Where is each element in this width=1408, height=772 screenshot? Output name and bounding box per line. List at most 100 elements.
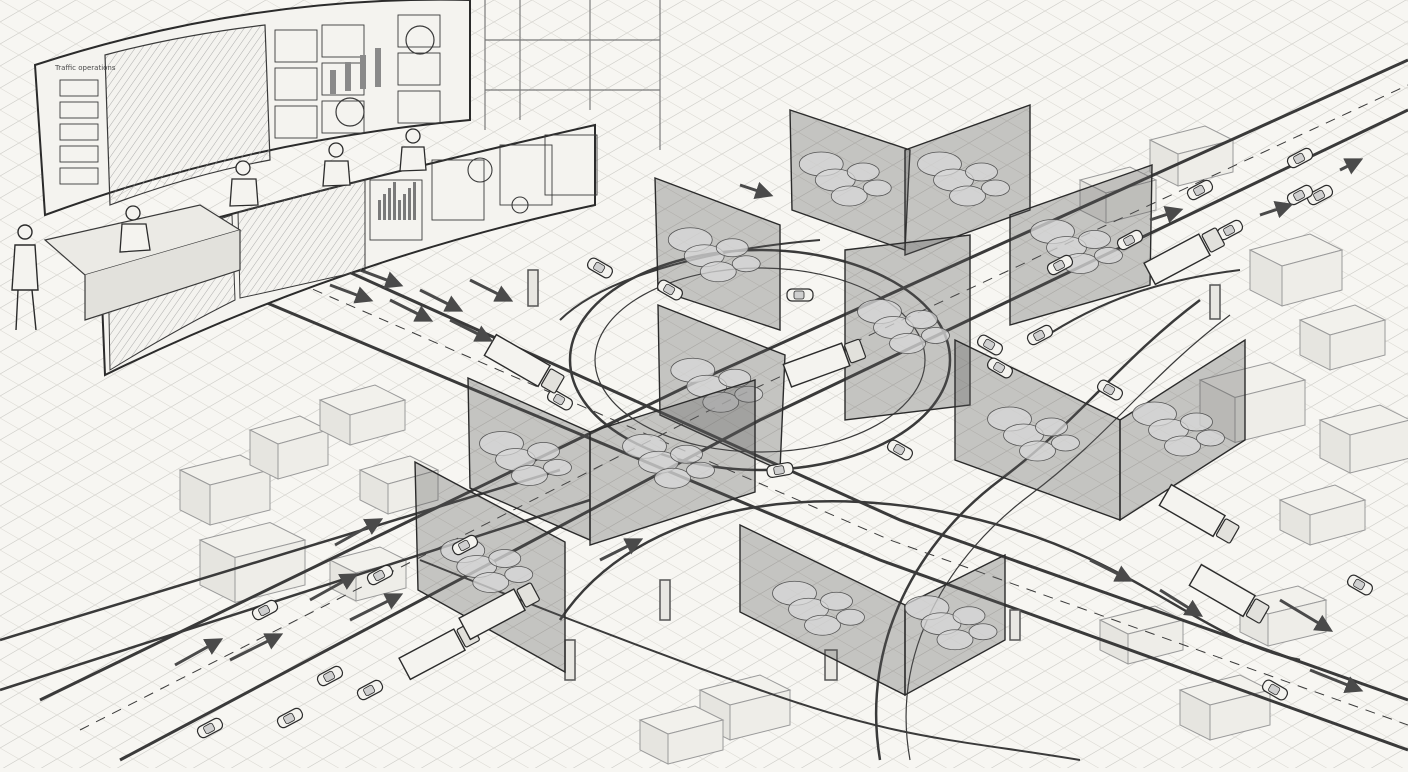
- building-front: [1234, 379, 1306, 444]
- car-window: [893, 443, 906, 456]
- building-block: [698, 674, 792, 741]
- bar-icon: [408, 188, 411, 220]
- widget-panel: [274, 29, 318, 63]
- car-window: [1033, 329, 1046, 342]
- building-block: [638, 705, 725, 765]
- arrow-icon: [1259, 201, 1294, 219]
- glass-data-panel: [414, 460, 566, 674]
- building-front: [729, 689, 791, 741]
- widget-panel: [59, 123, 99, 141]
- arrow-icon: [599, 538, 644, 562]
- gauge-icon: [467, 157, 493, 183]
- smoke-plume: [472, 572, 510, 593]
- truck-cab: [1215, 518, 1240, 544]
- arrow-icon: [449, 318, 494, 342]
- car-window: [1193, 184, 1206, 197]
- car-window: [283, 712, 296, 725]
- truck-icon: [782, 338, 867, 388]
- widget-panel: [321, 24, 365, 58]
- car-window: [593, 261, 606, 274]
- glass-data-panel: [589, 379, 756, 546]
- widget-panel: [544, 134, 598, 196]
- car-icon: [1116, 229, 1144, 251]
- building-block: [1178, 674, 1272, 741]
- arrow-icon: [334, 518, 384, 547]
- car-icon: [356, 679, 384, 701]
- smoke-plume: [702, 391, 740, 413]
- smoke-plume: [1164, 435, 1201, 457]
- smoke-plume: [1035, 417, 1068, 437]
- truck-icon: [483, 333, 565, 394]
- car-window: [323, 670, 336, 683]
- car-window: [793, 290, 805, 300]
- car-icon: [1026, 324, 1054, 346]
- widget-panel: [274, 105, 318, 139]
- arrow-icon: [1159, 588, 1204, 617]
- car-window: [258, 604, 271, 617]
- car-icon: [1286, 147, 1314, 169]
- car-window: [1353, 578, 1366, 591]
- car-icon: [1306, 184, 1334, 206]
- arrow-icon: [1309, 668, 1364, 694]
- car-window: [458, 539, 471, 552]
- car-window: [1293, 152, 1306, 165]
- building-front: [1349, 419, 1408, 474]
- arrow-icon: [739, 181, 774, 199]
- bar-icon: [393, 182, 396, 220]
- truck-trailer: [398, 628, 467, 681]
- data-panels: [414, 104, 1246, 697]
- smoke-plume: [1180, 412, 1213, 432]
- glass-data-panel: [954, 338, 1121, 521]
- widget-panel: [397, 90, 441, 124]
- bar-icon: [398, 200, 401, 220]
- car-icon: [886, 439, 914, 461]
- smoke-plume: [543, 459, 572, 476]
- arrow-icon: [419, 288, 464, 312]
- smoke-plume: [686, 461, 715, 479]
- arrow-icon: [1089, 558, 1134, 582]
- building-block: [248, 415, 330, 480]
- truck-trailer: [1188, 563, 1257, 618]
- glass-data-panel: [789, 109, 911, 251]
- smoke-plume: [699, 261, 737, 283]
- truck-icon: [1143, 227, 1225, 286]
- building-block: [1318, 404, 1408, 474]
- car-icon: [1186, 179, 1214, 201]
- truck-trailer: [483, 333, 552, 388]
- car-window: [663, 283, 676, 296]
- car-window: [203, 722, 216, 735]
- truck-trailer: [782, 342, 851, 388]
- city-blocks: [178, 125, 1408, 765]
- smoke-plume: [862, 179, 892, 197]
- car-icon: [1346, 574, 1374, 596]
- wall-display-widgets: [59, 14, 441, 185]
- smoke-plume: [670, 444, 703, 464]
- widget-panel: [499, 144, 553, 206]
- car-window: [983, 338, 996, 351]
- operator-standing: [11, 224, 39, 331]
- vehicles: [196, 147, 1374, 739]
- widget-panel: [59, 101, 99, 119]
- truck-trailer: [1158, 483, 1227, 538]
- operator-seated-4: [399, 128, 427, 172]
- truck-cab: [1201, 227, 1225, 253]
- building-front: [277, 429, 329, 480]
- building-front: [667, 719, 724, 765]
- building-front: [349, 399, 406, 446]
- operator-seated-2: [229, 160, 259, 207]
- widget-panel: [397, 52, 441, 86]
- smoke-plume: [830, 185, 868, 207]
- building-block: [358, 455, 440, 515]
- car-icon: [1046, 254, 1074, 276]
- smoke-plume: [981, 179, 1010, 197]
- arrow-icon: [229, 633, 284, 662]
- car-icon: [766, 462, 794, 478]
- car-window: [1053, 259, 1066, 272]
- car-window: [1268, 683, 1281, 696]
- truck-cab: [540, 368, 565, 394]
- car-window: [1123, 234, 1136, 247]
- arrow-icon: [329, 283, 374, 304]
- smoke-plume: [654, 467, 691, 489]
- smoke-plume: [527, 442, 560, 461]
